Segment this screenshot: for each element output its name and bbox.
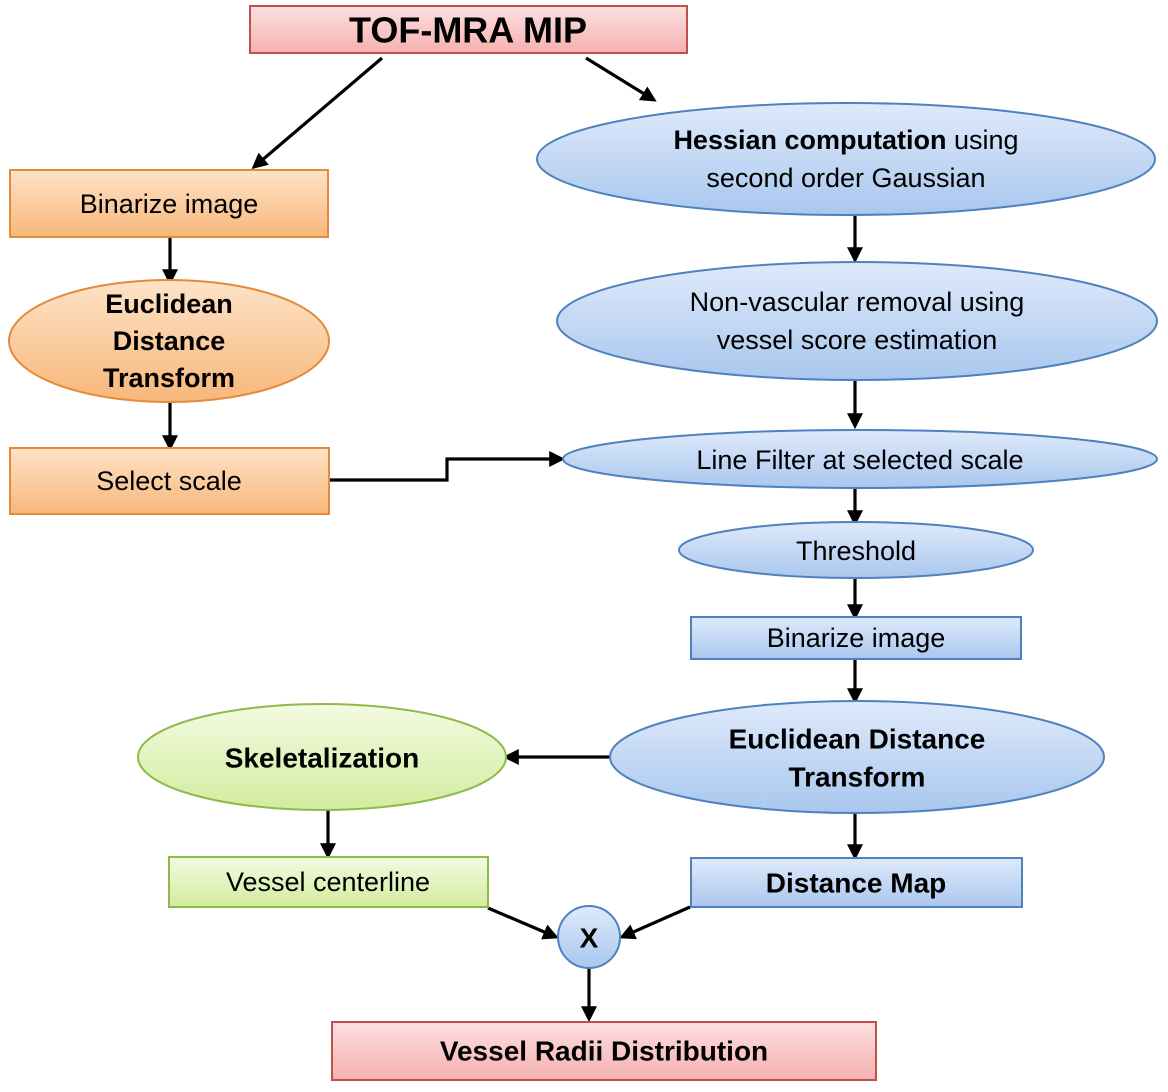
hessian-rest-text: using xyxy=(946,125,1018,155)
distance-map-box xyxy=(690,857,1023,908)
node-binarize-left: Binarize image xyxy=(9,169,329,238)
node-binarize-right: Binarize image xyxy=(690,616,1022,660)
nonvascular-ellipse xyxy=(556,261,1158,381)
node-multiply: X xyxy=(557,905,621,969)
hessian-line-2: second order Gaussian xyxy=(706,163,985,193)
node-edt-left: Euclidean Distance Transform xyxy=(8,279,330,403)
node-distance-map: Distance Map xyxy=(690,857,1023,908)
skeletalization-ellipse xyxy=(137,703,507,811)
arrow-mip-to-binarize-left xyxy=(251,56,384,170)
edt-left-line-2: Distance xyxy=(113,326,226,356)
node-skeletalization: Skeletalization xyxy=(137,703,507,811)
node-tof-mra-mip: TOF-MRA MIP xyxy=(249,5,688,54)
node-hessian: Hessian computation using second order G… xyxy=(536,102,1156,216)
hessian-ellipse xyxy=(536,102,1156,216)
node-vessel-centerline: Vessel centerline xyxy=(168,856,489,908)
edt-right-ellipse xyxy=(609,700,1105,814)
vessel-centerline-label: Vessel centerline xyxy=(226,867,430,897)
node-edt-right: Euclidean Distance Transform xyxy=(609,700,1105,814)
tof-mra-mip-box xyxy=(249,5,688,54)
binarize-left-box xyxy=(9,169,329,238)
hessian-bold-text: Hessian computation xyxy=(673,125,946,155)
binarize-left-label: Binarize image xyxy=(80,189,259,219)
line-filter-label: Line Filter at selected scale xyxy=(696,445,1023,475)
nonvascular-line-1: Non-vascular removal using xyxy=(690,287,1025,317)
nonvascular-line-2: vessel score estimation xyxy=(717,325,998,355)
threshold-ellipse xyxy=(678,521,1034,579)
node-threshold: Threshold xyxy=(678,521,1034,579)
tof-mra-mip-label: TOF-MRA MIP xyxy=(349,10,587,51)
edt-left-ellipse xyxy=(8,279,330,403)
edt-left-line-1: Euclidean xyxy=(105,289,233,319)
multiply-label: X xyxy=(580,923,599,954)
node-vessel-radii: Vessel Radii Distribution xyxy=(331,1021,877,1081)
connectors xyxy=(162,56,863,1023)
distance-map-label: Distance Map xyxy=(766,868,947,899)
select-scale-box xyxy=(9,447,330,515)
edt-right-line-2: Transform xyxy=(789,762,926,793)
arrow-select-scale-to-line-filter xyxy=(330,451,566,482)
threshold-label: Threshold xyxy=(796,536,916,566)
line-filter-ellipse xyxy=(562,429,1158,489)
node-select-scale: Select scale xyxy=(9,447,330,515)
vessel-radii-label: Vessel Radii Distribution xyxy=(440,1036,768,1067)
multiply-circle xyxy=(557,905,621,969)
binarize-right-box xyxy=(690,616,1022,660)
edt-right-line-1: Euclidean Distance xyxy=(729,724,986,755)
arrow-mip-to-hessian xyxy=(585,56,657,102)
binarize-right-label: Binarize image xyxy=(767,623,946,653)
select-scale-label: Select scale xyxy=(96,466,242,496)
skeletalization-label: Skeletalization xyxy=(225,743,420,774)
edt-left-line-3: Transform xyxy=(103,363,235,393)
arrow-distance-map-to-multiply xyxy=(619,905,691,940)
vessel-centerline-box xyxy=(168,856,489,908)
node-line-filter: Line Filter at selected scale xyxy=(562,429,1158,489)
node-nonvascular: Non-vascular removal using vessel score … xyxy=(556,261,1158,381)
vessel-radii-box xyxy=(331,1021,877,1081)
arrow-centerline-to-multiply xyxy=(487,906,559,940)
hessian-line-1: Hessian computation using xyxy=(673,125,1018,155)
